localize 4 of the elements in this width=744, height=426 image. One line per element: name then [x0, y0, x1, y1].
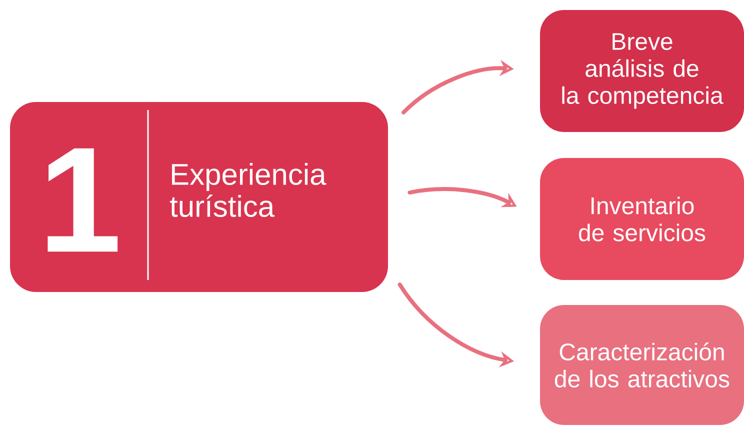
main-box: 1 Experiencia turística: [10, 102, 388, 292]
process-box: Breve análisis de la competencia: [540, 10, 744, 132]
process-box: Inventario de servicios: [540, 158, 744, 280]
process-box: Caracterización de los atractivos: [540, 305, 744, 425]
